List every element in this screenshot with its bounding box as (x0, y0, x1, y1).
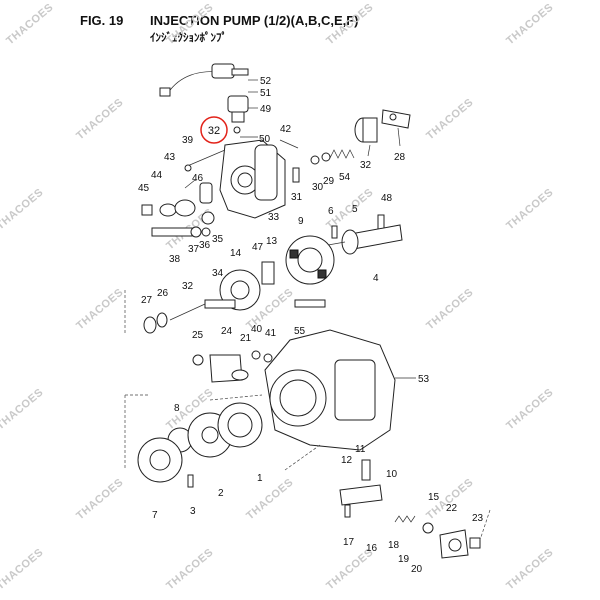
callout-21: 21 (240, 333, 252, 344)
callout-37: 37 (188, 244, 200, 255)
callout-7: 7 (152, 510, 158, 521)
callout-11: 11 (355, 444, 366, 455)
watermark-text: THACOES (164, 546, 216, 592)
callout-15: 15 (428, 492, 440, 503)
callout-32-right: 32 (360, 160, 372, 171)
highlight-ring (200, 116, 228, 144)
callout-51: 51 (260, 88, 272, 99)
watermark-text: THACOES (74, 476, 126, 522)
callout-2: 2 (218, 488, 224, 499)
callout-52: 52 (260, 76, 272, 87)
callout-35: 35 (212, 234, 224, 245)
callout-45: 45 (138, 183, 150, 194)
callout-39: 39 (182, 135, 194, 146)
callout-5: 5 (352, 204, 358, 215)
callout-14: 14 (230, 248, 242, 259)
callout-40: 40 (251, 324, 263, 335)
diagram-title: INJECTION PUMP (1/2)(A,B,C,E,F) (150, 13, 359, 28)
callout-30: 30 (312, 182, 324, 193)
callout-44: 44 (151, 170, 163, 181)
callout-29: 29 (323, 176, 335, 187)
callout-17: 17 (343, 537, 355, 548)
callout-13: 13 (266, 236, 278, 247)
watermark-text: THACOES (504, 546, 556, 592)
callout-12: 12 (341, 455, 353, 466)
callout-labels: 52 51 49 50 42 28 32 39 43 46 45 44 31 3… (138, 76, 484, 575)
leader-lines (124, 79, 491, 541)
watermark-text: THACOES (0, 546, 46, 592)
part-drawings (137, 63, 481, 559)
callout-24: 24 (221, 326, 233, 337)
watermark-text: THACOES (504, 186, 556, 232)
callout-49: 49 (260, 104, 272, 115)
callout-8: 8 (174, 403, 180, 414)
watermark-text: THACOES (4, 1, 56, 47)
callout-25: 25 (192, 330, 204, 341)
callout-20: 20 (411, 564, 423, 575)
callout-1: 1 (257, 473, 263, 484)
diagram-subtitle: ｲﾝｼﾞｪｸｼｮﾝﾎﾟﾝﾌﾟ (150, 32, 227, 44)
callout-33: 33 (268, 212, 280, 223)
watermark-text: THACOES (0, 386, 46, 432)
watermark-text: THACOES (244, 476, 296, 522)
callout-26: 26 (157, 288, 169, 299)
callout-47: 47 (252, 242, 264, 253)
callout-34: 34 (212, 268, 224, 279)
callout-55: 55 (294, 326, 306, 337)
callout-4: 4 (373, 273, 379, 284)
callout-42: 42 (280, 124, 292, 135)
callout-10: 10 (386, 469, 398, 480)
callout-48: 48 (381, 193, 393, 204)
callout-28: 28 (394, 152, 406, 163)
callout-23: 23 (472, 513, 484, 524)
callout-6: 6 (328, 206, 334, 217)
callout-32-lower: 32 (182, 281, 194, 292)
callout-50: 50 (259, 134, 271, 145)
callout-31: 31 (291, 192, 303, 203)
watermark-text: THACOES (164, 1, 216, 47)
callout-41: 41 (265, 328, 277, 339)
callout-18: 18 (388, 540, 400, 551)
watermark-text: THACOES (424, 96, 476, 142)
callout-3: 3 (190, 506, 196, 517)
watermark-text: THACOES (504, 1, 556, 47)
callout-36: 36 (199, 240, 211, 251)
callout-9: 9 (298, 216, 304, 227)
figure-number: FIG. 19 (80, 13, 124, 28)
watermark-text: THACOES (504, 386, 556, 432)
callout-22: 22 (446, 503, 458, 514)
callout-19: 19 (398, 554, 410, 565)
callout-46: 46 (192, 173, 204, 184)
watermark-text: THACOES (324, 1, 376, 47)
watermark-text: THACOES (74, 96, 126, 142)
callout-27: 27 (141, 295, 153, 306)
watermark-layer: THACOES THACOES THACOES THACOES THACOES THACO… (0, 1, 556, 592)
watermark-text: THACOES (424, 286, 476, 332)
callout-38: 38 (169, 254, 181, 265)
watermark-text: THACOES (74, 286, 126, 332)
callout-53: 53 (418, 374, 430, 385)
callout-16: 16 (366, 543, 378, 554)
watermark-text: THACOES (0, 186, 46, 232)
callout-54: 54 (339, 172, 351, 183)
highlight-label: 32 (208, 125, 220, 137)
callout-43: 43 (164, 152, 176, 163)
